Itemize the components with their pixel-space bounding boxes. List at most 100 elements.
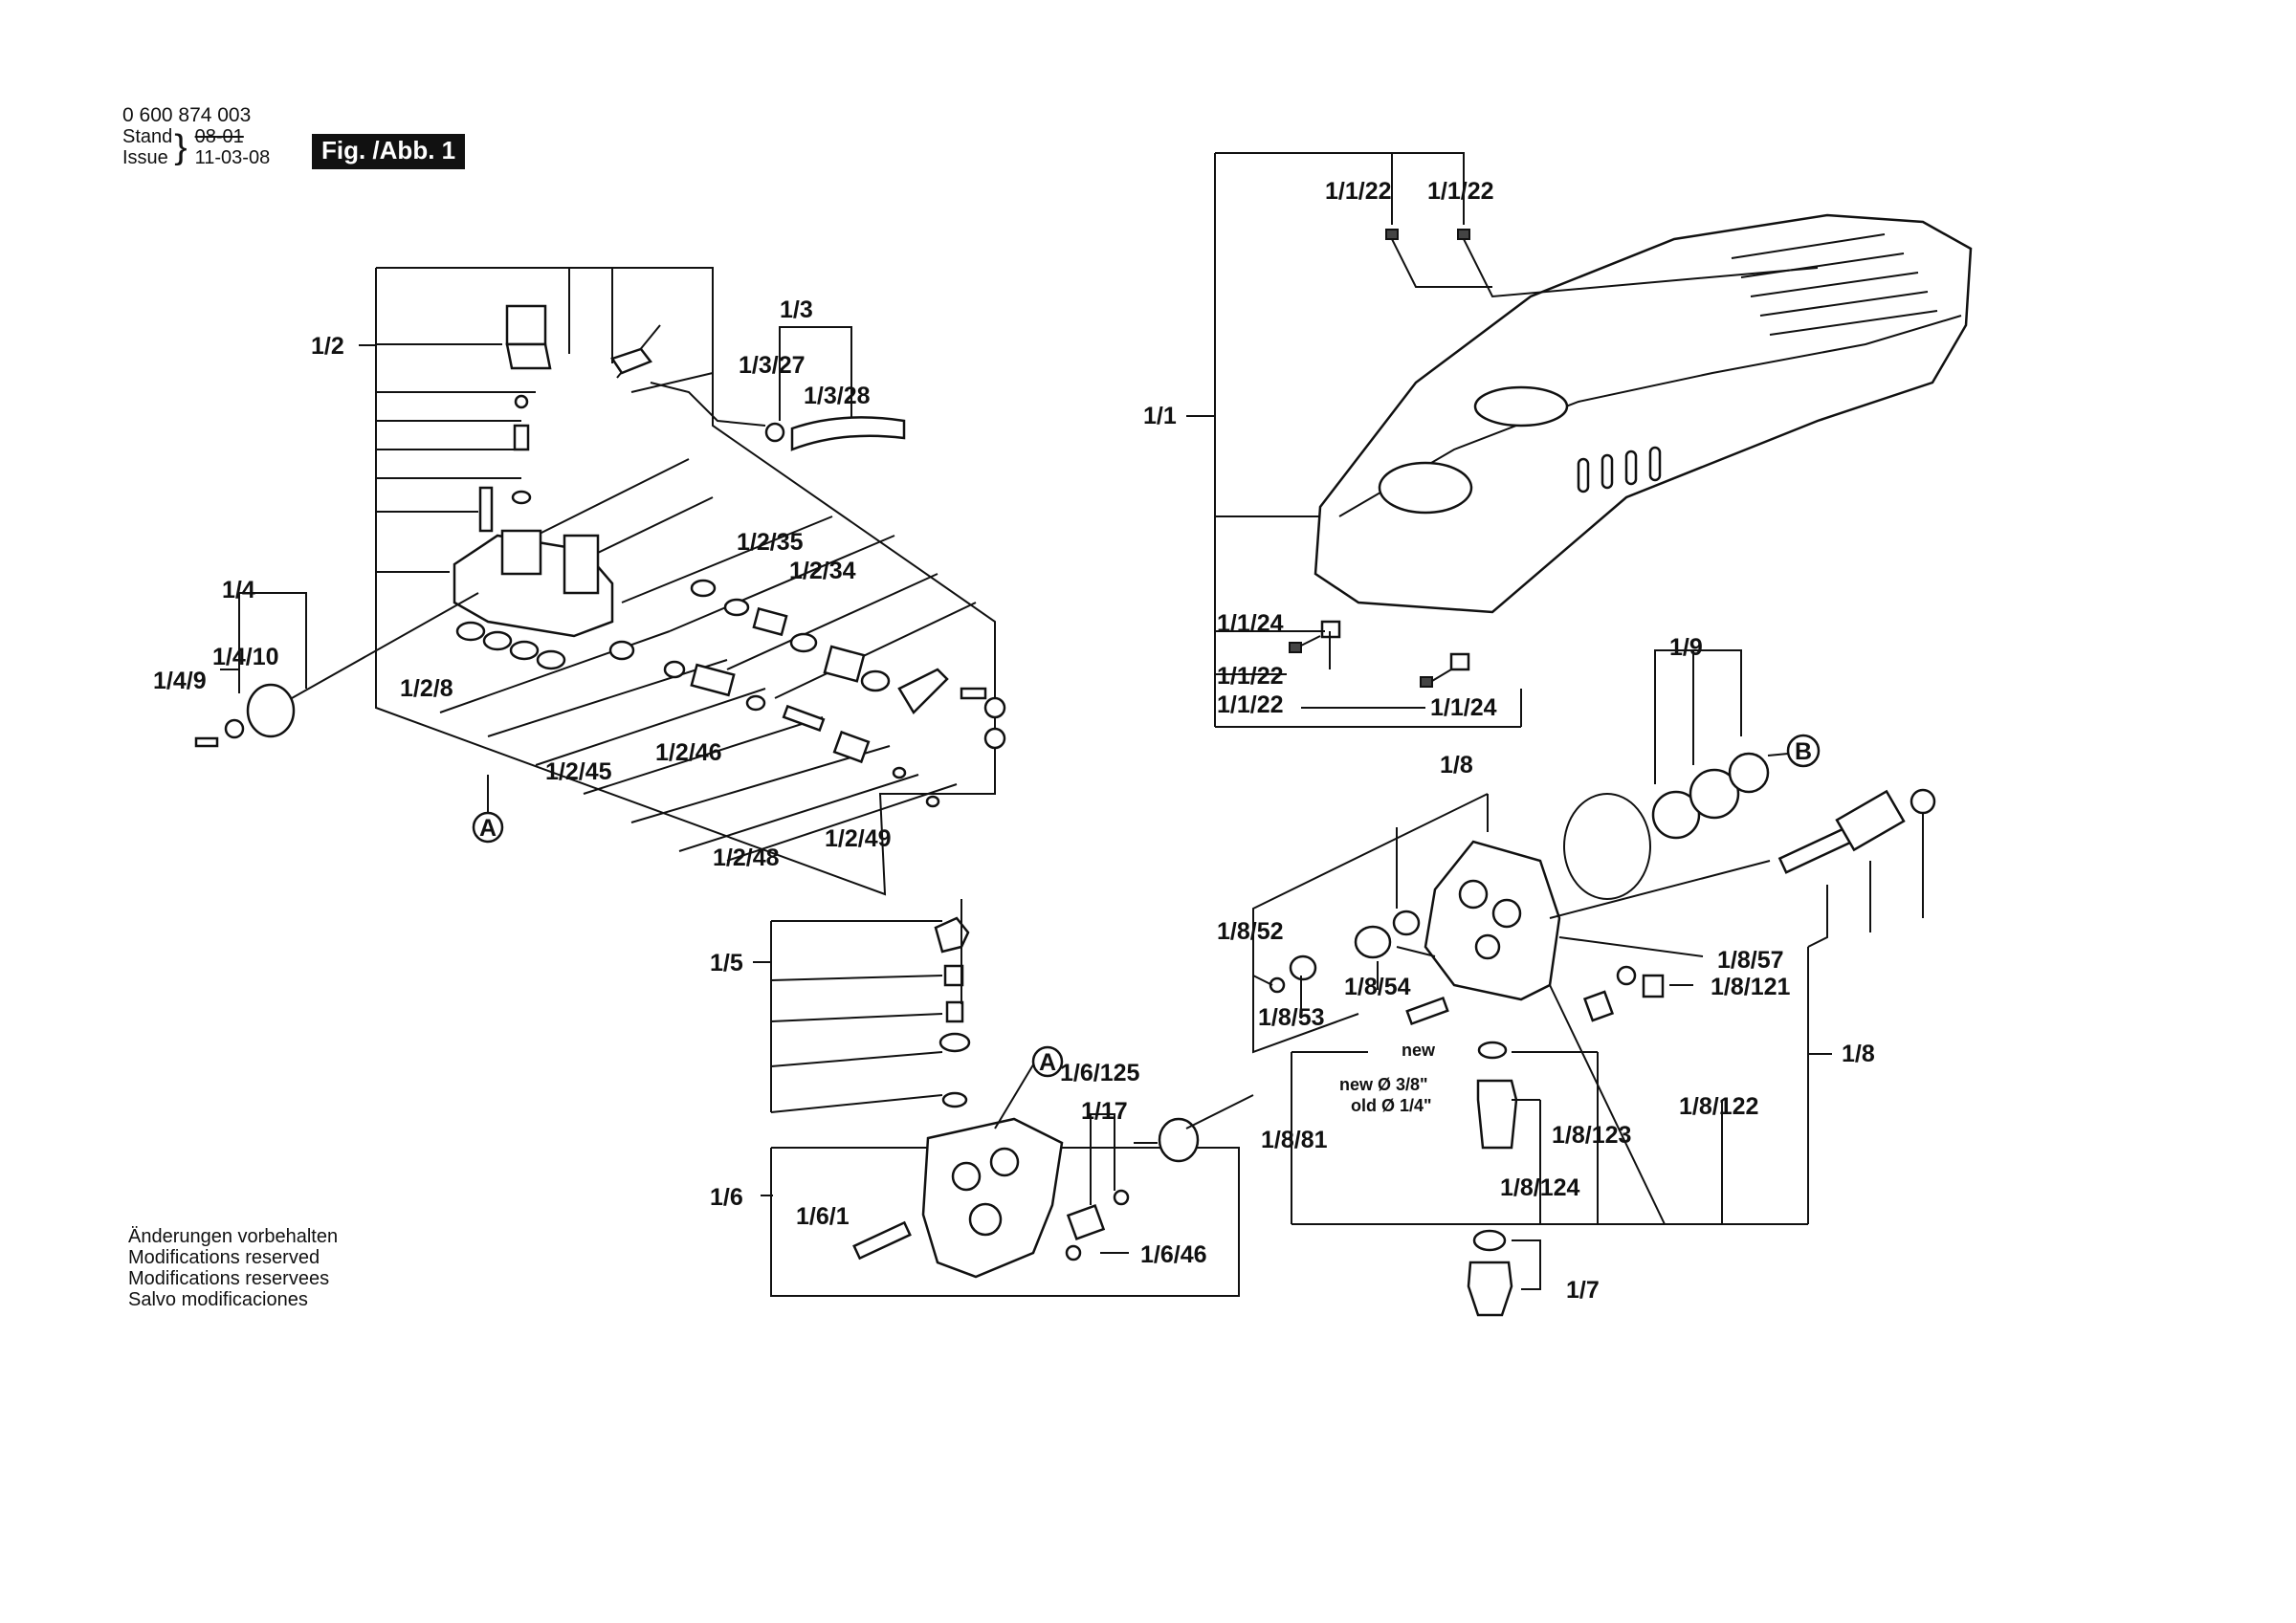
group-1-4 [194,592,479,748]
washer-1-7 [1472,1229,1507,1252]
cover-screws [1289,229,1470,688]
label-1-8-52: 1/8/52 [1217,918,1284,945]
part-labels: 1/2 1/3 1/3/27 1/3/28 1/4 1/4/10 1/4/9 1… [153,178,1875,1304]
part-number: 0 600 874 003 [122,104,252,126]
label-1-9: 1/9 [1669,634,1703,661]
bolt-1-6-1 [852,1220,912,1261]
label-1-1-24-b: 1/1/24 [1430,694,1497,721]
washer [224,718,245,739]
seal-1-8-a [1354,925,1392,959]
label-1-1-22-a: 1/1/22 [1325,178,1392,205]
revision-row: Stand Issue } 08-01 11-03-08 [122,126,270,168]
hose [790,416,906,451]
end-cap [1910,788,1936,815]
cover-handle [1473,385,1569,428]
label-1-1-22-c: 1/1/22 [1217,663,1284,690]
label-1-8-81: 1/8/81 [1261,1127,1328,1153]
pump-body-port-3 [968,1202,1003,1237]
label-1-6-1: 1/6/1 [796,1203,850,1230]
label-1-1-24-a: 1/1/24 [1217,610,1284,637]
o-rings-1-2-8 [455,621,566,670]
pump-body-port-2 [989,1147,1020,1177]
note-de: Änderungen vorbehalten [128,1226,339,1247]
fitting-elbow [505,342,552,370]
seal-1-9-a [1651,790,1701,840]
label-old-dia: old Ø 1/4" [1351,1096,1432,1115]
group-1-2 [375,267,1006,896]
pump-body [921,1117,1064,1279]
label-1-1-22-d: 1/1/22 [1217,691,1284,718]
label-1-3-27: 1/3/27 [739,352,806,379]
cap-nut [934,916,970,954]
label-1-8-53: 1/8/53 [1258,1004,1325,1031]
bracket-1-8-top [1252,793,1489,1054]
revision-captions: Stand Issue [122,126,172,168]
label-1-3: 1/3 [780,296,813,323]
frame-1-1 [1215,152,1465,225]
small-parts-1-2 [511,347,1006,808]
washer-new [1477,1041,1508,1060]
label-1-8-123: 1/8/123 [1552,1122,1631,1149]
o-ring-1-8-53 [1289,954,1317,981]
callout-a2: A [1039,1049,1056,1076]
label-1-8-121: 1/8/121 [1711,974,1791,1000]
fitting-top [505,304,547,346]
label-1-6-46: 1/6/46 [1140,1241,1207,1268]
seal-1-8-121-b [1642,974,1665,998]
o-ring-1-6-46 [1065,1244,1082,1261]
seal-1-9-b [1689,768,1740,820]
spacer-cylinder [246,683,296,738]
label-1-3-28: 1/3/28 [804,383,871,409]
label-1-2-34: 1/2/34 [789,558,856,584]
valve-neck [500,529,542,576]
issue-caption: Issue [122,147,168,168]
label-1-4: 1/4 [222,577,255,603]
seal-1-9-c [1728,752,1770,794]
pump-head-port-1 [1458,879,1489,910]
label-1-2-46: 1/2/46 [655,739,722,766]
valve-1-5 [945,1000,964,1023]
connector-1-7 [1467,1261,1513,1317]
label-1-8: 1/8 [1440,752,1473,779]
screw-1-8 [1405,996,1449,1026]
label-1-8-54: 1/8/54 [1344,974,1411,1000]
seal-1-8-121-a [1616,965,1637,986]
nipple-1-8-122 [1582,990,1615,1022]
frame-1-2 [375,267,996,896]
connector-1-8-123 [1476,1079,1518,1150]
callout-b: B [1795,738,1812,765]
callout-a: A [479,815,497,842]
bolt [478,486,494,533]
note-fr: Modifications reservees [128,1268,330,1289]
cover-ridge [1338,315,1962,517]
stand-caption: Stand [122,126,173,147]
bracket-1-4 [238,592,307,689]
cover-opening [1378,461,1473,515]
seal-1-6-125 [1158,1117,1200,1163]
old-date: 08-01 [194,126,244,147]
label-1-5: 1/5 [710,950,743,976]
group-1-1 [1214,152,1973,728]
revision-dates: 08-01 11-03-08 [195,126,271,168]
label-1-8-124: 1/8/124 [1500,1174,1580,1201]
bracket-1-3 [779,326,852,340]
group-1-3 [650,326,906,451]
label-1-8-122: 1/8/122 [1679,1093,1758,1120]
label-new: new [1402,1041,1436,1060]
o-ring-large [1563,793,1651,900]
o-ring-1-8-52 [1269,976,1286,994]
new-date: 11-03-08 [194,147,271,168]
o-ring-1-5 [941,1091,968,1108]
brace-glyph: } [174,128,188,166]
notes-block: Änderungen vorbehalten Modifications res… [128,1226,338,1310]
cover-vents [1577,233,1938,493]
bracket-1-8-right [1807,885,1828,948]
label-1-1-22-b: 1/1/22 [1427,178,1494,205]
frame-1-6 [770,1147,1240,1297]
label-new-dia: new Ø 3/8" [1339,1075,1428,1094]
hose-clamp [764,422,785,443]
label-1-8-b: 1/8 [1842,1041,1875,1067]
o-ring-1-17 [1113,1189,1130,1206]
label-1-2-45: 1/2/45 [545,758,612,785]
